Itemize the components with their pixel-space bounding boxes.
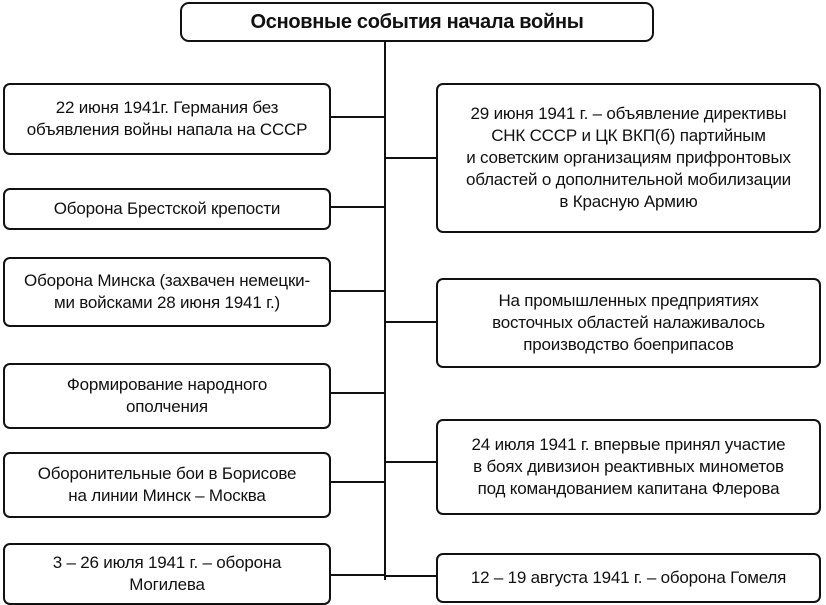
right-event-4: 12 – 19 августа 1941 г. – оборона Гомеля [436, 553, 821, 603]
right-event-2: На промышленных предприятиях восточных о… [436, 278, 821, 368]
left-event-6: 3 – 26 июля 1941 г. – оборона Могилева [3, 543, 331, 605]
left-event-1: 22 июня 1941г. Германия без объявления в… [3, 83, 331, 155]
left-event-2: Оборона Брестской крепости [3, 188, 331, 230]
left-event-3: Оборона Минска (захвачен немецки- ми вой… [3, 257, 331, 327]
right-event-3: 24 июля 1941 г. впервые принял участие в… [436, 419, 821, 515]
right-event-1: 29 июня 1941 г. – объявление директивы С… [436, 83, 821, 233]
diagram-title: Основные события начала войны [180, 2, 654, 42]
left-event-5: Оборонительные бои в Борисове на линии М… [3, 452, 331, 518]
left-event-4: Формирование народного ополчения [3, 363, 331, 429]
